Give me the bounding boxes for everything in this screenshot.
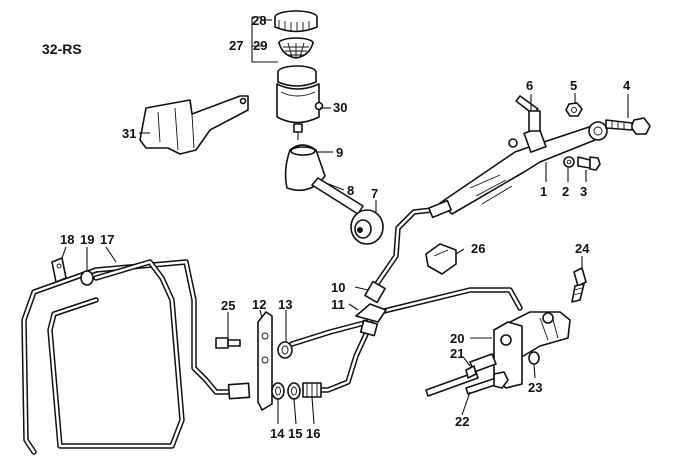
callout-17: 17 — [100, 232, 114, 247]
callout-20: 20 — [450, 331, 464, 346]
callout-31: 31 — [122, 126, 136, 141]
callout-8: 8 — [347, 183, 354, 198]
callout-4: 4 — [623, 78, 631, 93]
dust-boot-part[interactable] — [465, 365, 477, 379]
clutch-pipe-upper-part[interactable] — [371, 199, 452, 291]
washer-part[interactable] — [563, 156, 575, 168]
callout-26: 26 — [471, 241, 485, 256]
callout-28: 28 — [252, 13, 266, 28]
pipe-holder-part[interactable] — [51, 257, 67, 283]
callout-21: 21 — [450, 346, 464, 361]
reservoir-hose-part[interactable] — [284, 144, 326, 192]
callout-27: 27 — [229, 38, 243, 53]
pipe-union-part[interactable] — [227, 382, 251, 400]
callout-25: 25 — [221, 298, 235, 313]
callout-30: 30 — [333, 100, 347, 115]
slave-washer-part[interactable] — [528, 351, 540, 365]
pipe-grommet-part[interactable] — [80, 270, 94, 286]
rubber-boot-part[interactable] — [350, 209, 384, 245]
callout-5: 5 — [570, 78, 577, 93]
slave-bolt-part[interactable] — [465, 371, 509, 395]
mounting-bracket-part[interactable] — [139, 95, 249, 155]
callout-18: 18 — [60, 232, 74, 247]
callout-9: 9 — [336, 145, 343, 160]
flexible-hose-part[interactable] — [302, 319, 379, 398]
callout-labels: 1 2 3 4 5 6 7 8 9 10 11 12 13 14 15 16 1… — [60, 13, 631, 441]
callout-12: 12 — [252, 297, 266, 312]
pushrod-part[interactable] — [311, 177, 364, 215]
reservoir-cap-part[interactable] — [274, 10, 318, 33]
callout-15: 15 — [288, 426, 302, 441]
callout-22: 22 — [455, 414, 469, 429]
callout-1: 1 — [540, 184, 547, 199]
fluid-reservoir-part[interactable] — [276, 65, 320, 140]
callout-19: 19 — [80, 232, 94, 247]
callout-11: 11 — [331, 297, 345, 312]
callout-23: 23 — [528, 380, 542, 395]
clutch-pipe-main-part[interactable] — [289, 287, 523, 347]
master-cylinder-part[interactable] — [439, 121, 608, 215]
callout-13: 13 — [278, 297, 292, 312]
callout-10: 10 — [331, 280, 345, 295]
callout-2: 2 — [562, 184, 569, 199]
hose-bracket-part[interactable] — [257, 311, 273, 411]
lock-washer-part[interactable] — [271, 382, 285, 400]
banjo-bolt-part[interactable] — [515, 95, 541, 132]
grommet-part[interactable] — [277, 341, 293, 359]
nut-part[interactable] — [565, 102, 583, 117]
callout-29: 29 — [253, 38, 267, 53]
seal-ring-part[interactable] — [287, 382, 301, 400]
callout-24: 24 — [575, 241, 590, 256]
callout-16: 16 — [306, 426, 320, 441]
callout-14: 14 — [270, 426, 285, 441]
callout-7: 7 — [371, 186, 378, 201]
clutch-pipe-lower-part[interactable] — [21, 259, 245, 455]
slave-pushrod-part[interactable] — [425, 353, 497, 397]
diagram-title: 32-RS — [42, 41, 82, 57]
screw-part[interactable] — [215, 337, 241, 349]
reservoir-strainer-part[interactable] — [278, 37, 314, 59]
mount-bolt-part[interactable] — [577, 156, 601, 171]
slave-cylinder-part[interactable] — [493, 311, 571, 389]
callout-3: 3 — [580, 184, 587, 199]
union-fitting-part[interactable] — [364, 280, 386, 304]
callout-6: 6 — [526, 78, 533, 93]
bleed-screw-part[interactable] — [571, 267, 587, 303]
pipe-clip-part[interactable] — [355, 303, 387, 323]
hex-bolt-part[interactable] — [605, 117, 651, 135]
leader-lines — [61, 16, 629, 425]
rubber-grommet-part[interactable] — [425, 243, 457, 275]
